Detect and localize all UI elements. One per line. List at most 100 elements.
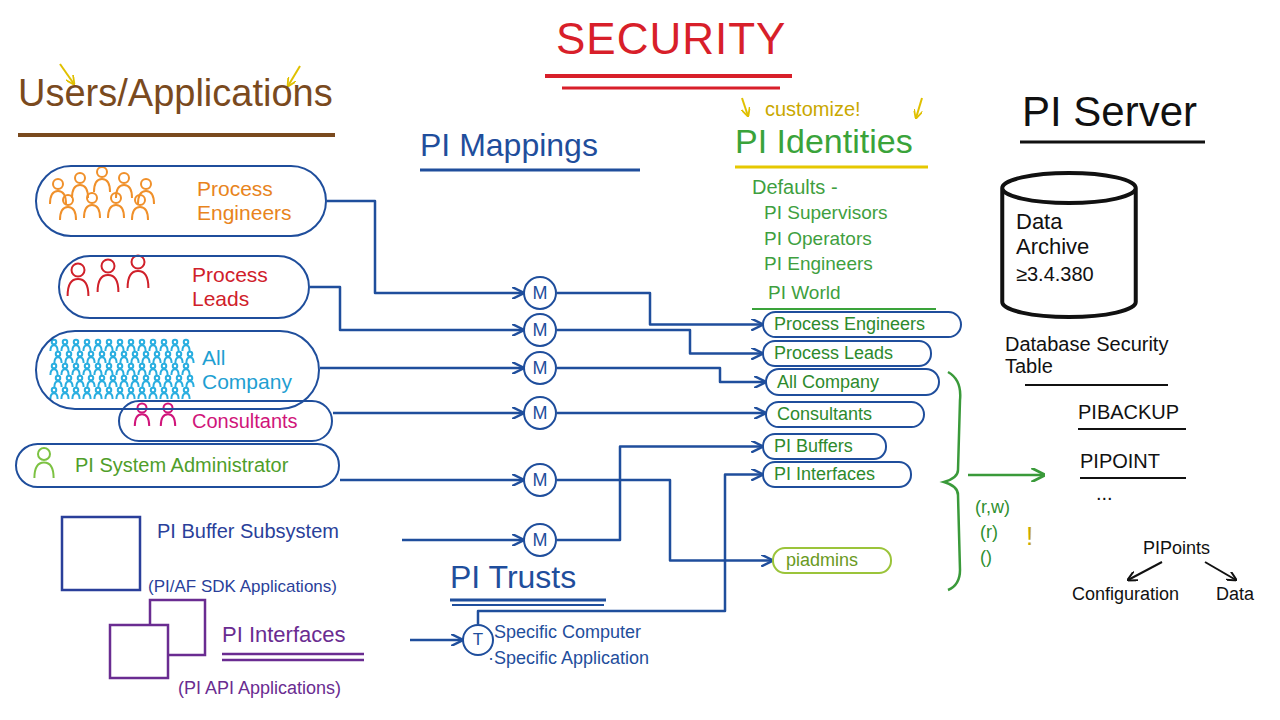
rounded-box: Process Leads — [762, 340, 932, 367]
heading-underline — [222, 653, 364, 656]
person-icon — [78, 376, 83, 381]
person-icon — [84, 205, 100, 218]
person-icon — [151, 364, 156, 369]
person-icon — [98, 381, 105, 387]
person-icon — [173, 388, 178, 393]
person-icon — [75, 173, 85, 183]
person-icon — [140, 340, 145, 345]
person-icon — [177, 376, 182, 381]
connector — [402, 539, 523, 542]
label: PI Engineers — [764, 253, 873, 274]
person-icon — [34, 462, 53, 478]
person-icon — [127, 345, 134, 351]
node-text: Process Leads — [774, 343, 893, 363]
person-icon — [96, 364, 101, 369]
heading-underline — [452, 604, 604, 606]
person-icon — [107, 388, 112, 393]
label: PI Trusts — [450, 560, 576, 596]
person-icon — [122, 352, 127, 357]
person-icon — [83, 369, 90, 375]
mapping-circle: M — [523, 396, 557, 430]
rounded-box: Consultants — [765, 401, 925, 428]
node-text: PI Buffer Subsystem — [157, 520, 339, 542]
label: ·Specific Computer — [488, 622, 641, 642]
person-icon — [89, 352, 94, 357]
person-icon — [87, 381, 94, 387]
person-icon — [50, 393, 57, 399]
connector — [340, 479, 523, 482]
person-icon — [188, 376, 193, 381]
node-text: M — [533, 320, 548, 340]
connector — [478, 475, 762, 625]
person-icon — [188, 352, 193, 357]
person-icon — [65, 381, 72, 387]
person-icon — [52, 364, 57, 369]
person-icon — [155, 376, 160, 381]
person-icon — [186, 357, 193, 363]
person-icon — [128, 271, 149, 288]
person-icon — [74, 364, 79, 369]
title-underline — [545, 74, 792, 78]
heading-underline — [420, 169, 640, 172]
person-icon — [161, 414, 175, 426]
person-icon — [85, 340, 90, 345]
person-icon — [63, 195, 73, 205]
person-icon — [120, 357, 127, 363]
person-icon — [140, 388, 145, 393]
person-icon — [87, 357, 94, 363]
person-icon — [65, 357, 72, 363]
person-icon — [131, 357, 138, 363]
person-icon — [135, 414, 149, 426]
node-text: M — [533, 403, 548, 423]
person-icon — [105, 393, 112, 399]
person-icon — [108, 205, 124, 218]
person-icon — [38, 448, 50, 460]
rounded-box: All Company — [765, 368, 940, 396]
person-icon — [129, 340, 134, 345]
person-icon — [52, 340, 57, 345]
label: ·Specific Application — [488, 648, 649, 668]
person-icon — [61, 393, 68, 399]
separator-line — [752, 308, 936, 310]
label: Database Security Table — [1005, 333, 1175, 378]
person-icon — [120, 381, 127, 387]
node-text: Data Archive — [1016, 210, 1116, 259]
person-icon — [96, 388, 101, 393]
label: PI Mappings — [420, 128, 598, 164]
person-icon — [97, 167, 107, 177]
heading-underline — [735, 166, 928, 169]
person-icon — [109, 381, 116, 387]
person-icon — [87, 193, 97, 203]
person-icon — [138, 369, 145, 375]
rounded-box: All Company — [35, 330, 320, 410]
person-icon — [74, 388, 79, 393]
title-underline — [562, 87, 780, 90]
person-icon — [63, 340, 68, 345]
person-icon — [151, 388, 156, 393]
person-icon — [63, 364, 68, 369]
person-icon — [53, 179, 63, 189]
person-icon — [52, 388, 57, 393]
cylinder-outline — [1002, 173, 1135, 317]
person-icon — [100, 352, 105, 357]
label: () — [980, 547, 992, 567]
person-icon — [119, 173, 129, 183]
node-text: Consultants — [777, 404, 872, 424]
person-icon — [83, 345, 90, 351]
connector — [557, 368, 765, 382]
brace — [944, 372, 960, 590]
person-icon — [72, 185, 88, 198]
person-icon — [175, 381, 182, 387]
person-icon — [72, 264, 85, 277]
node-text: M — [533, 530, 548, 550]
person-icon — [68, 279, 89, 296]
person-icon — [116, 185, 132, 198]
person-icon — [72, 393, 79, 399]
person-icon — [142, 357, 149, 363]
person-icon — [149, 393, 156, 399]
buffer-subsystem-icon — [62, 517, 140, 590]
application-group: PI Buffer Subsystem(PI/AF SDK Applicatio… — [62, 515, 402, 603]
connector — [320, 367, 523, 370]
person-icon — [182, 345, 189, 351]
